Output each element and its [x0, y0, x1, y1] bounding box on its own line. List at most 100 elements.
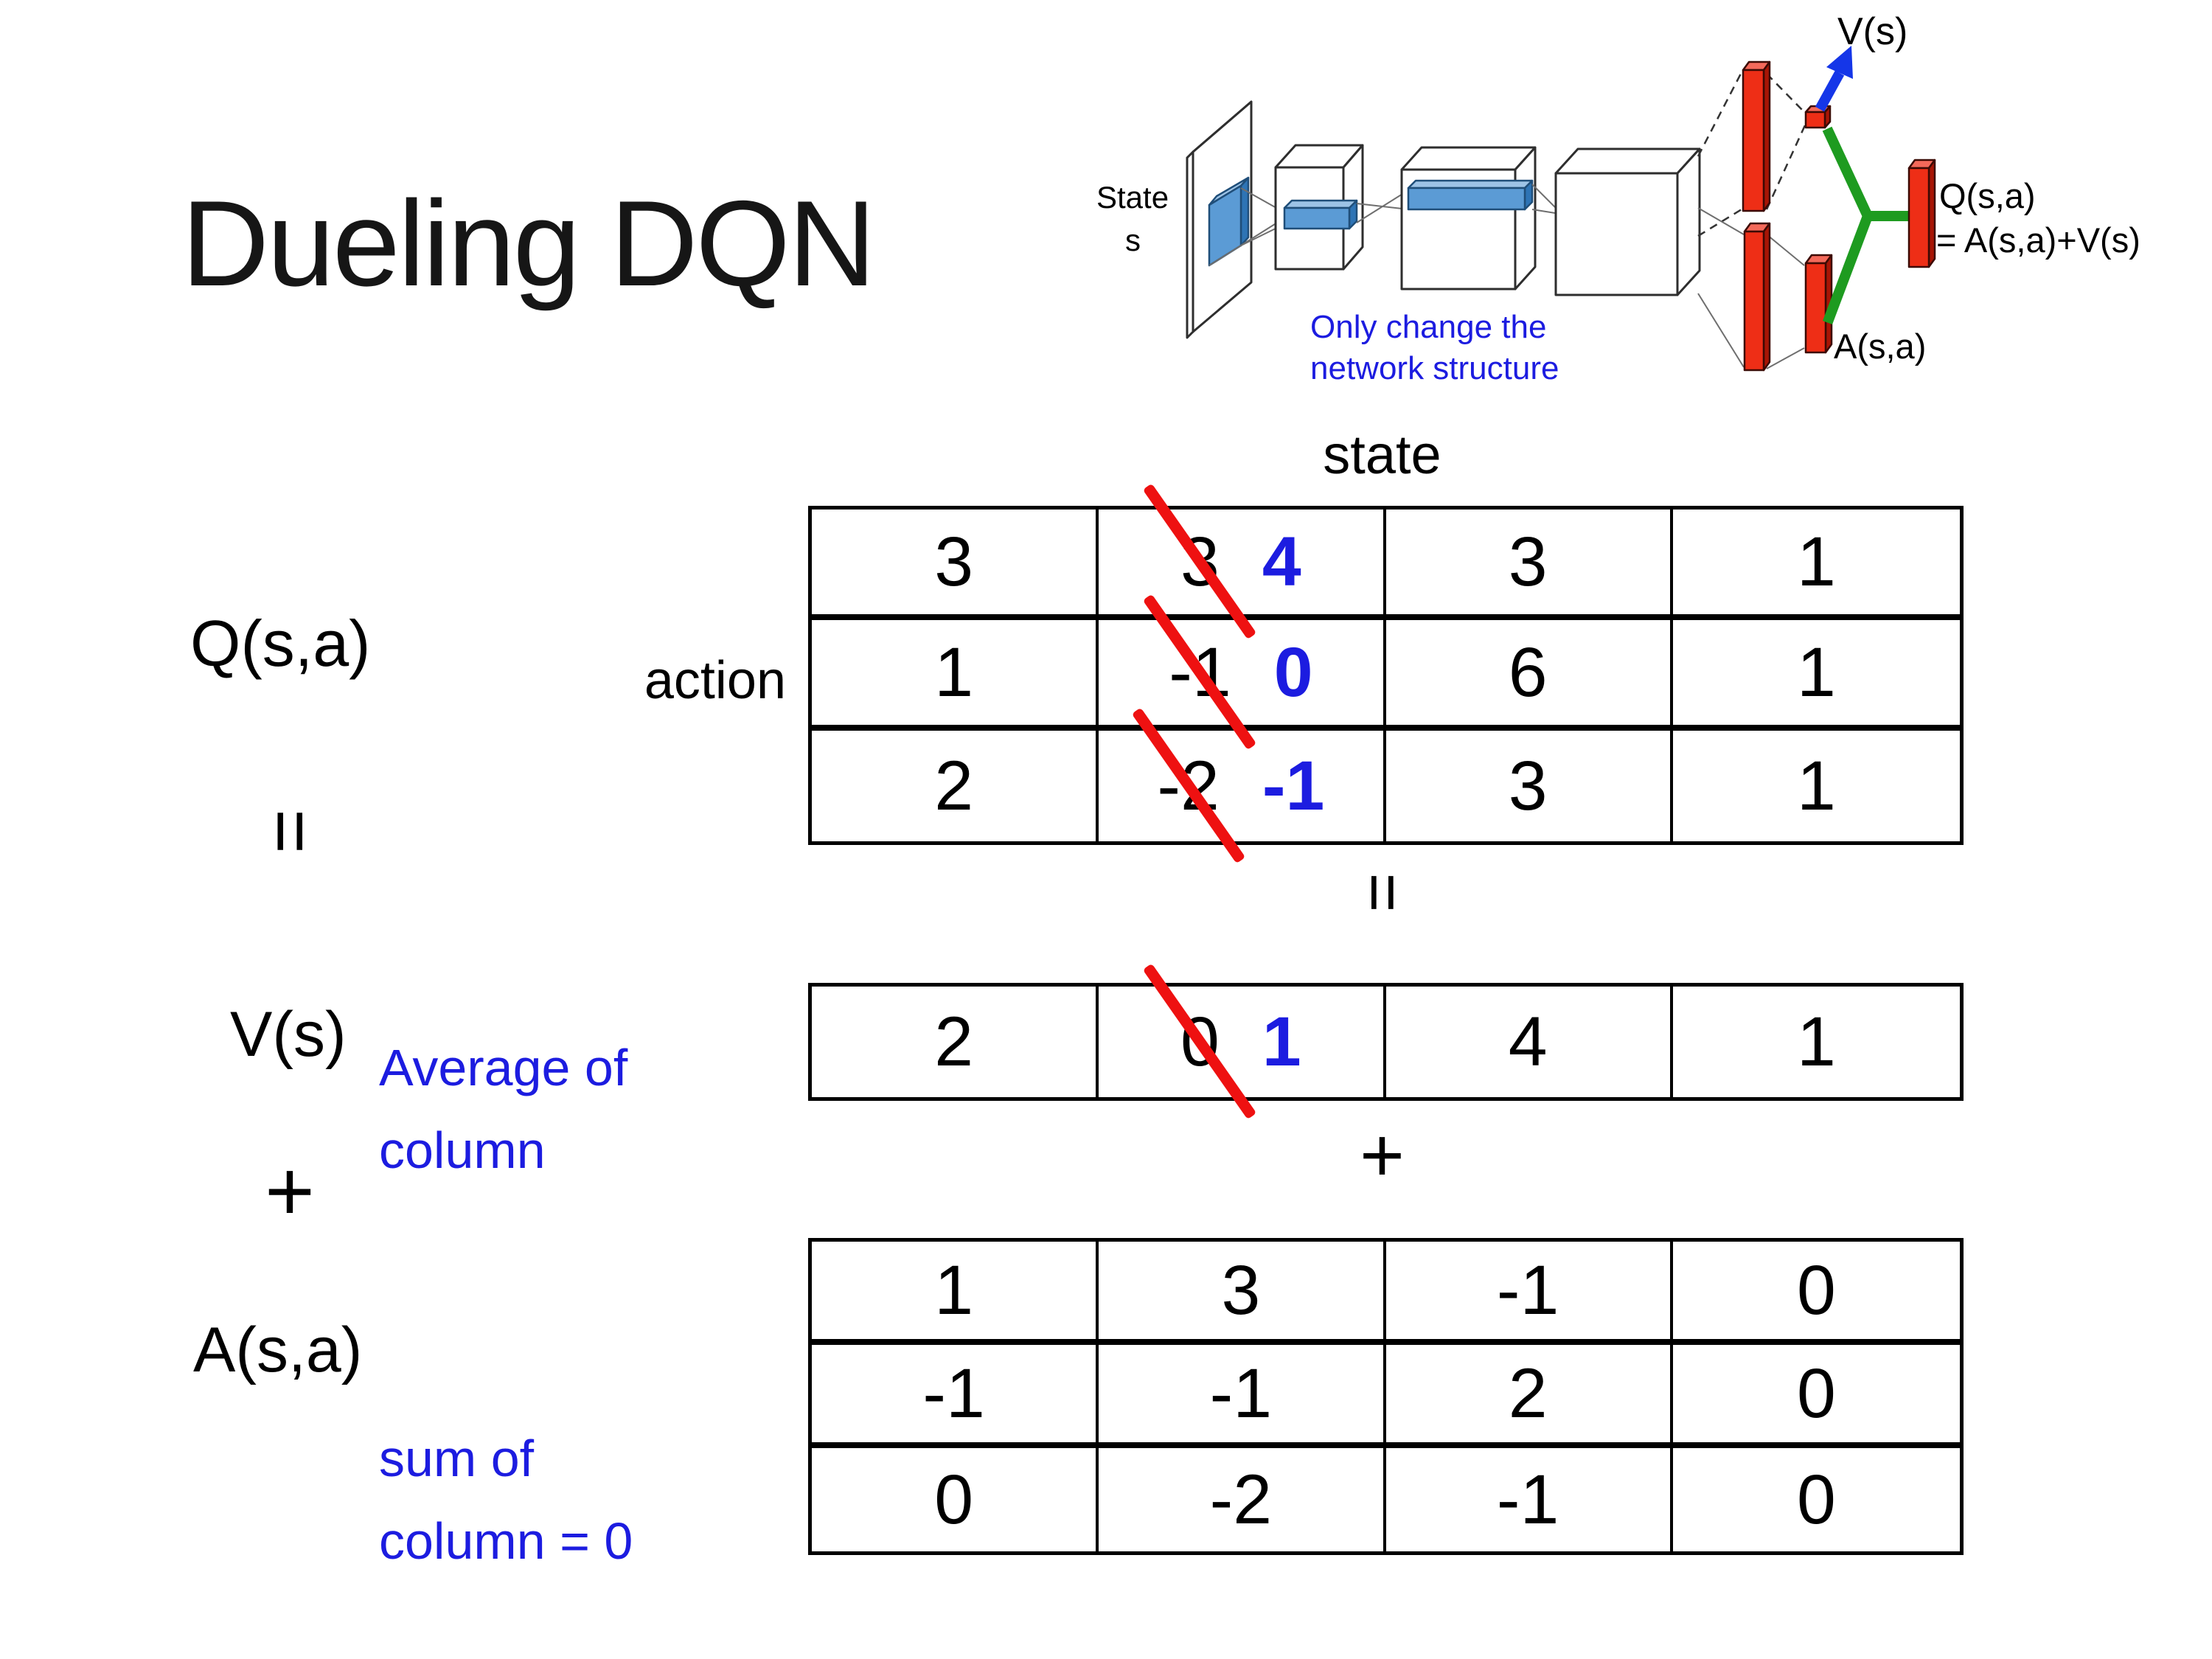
a-matrix-label: A(s,a): [193, 1315, 363, 1385]
feature-map-1: [1283, 199, 1358, 230]
slide-title: Dueling DQN: [181, 175, 876, 311]
value: 0: [934, 1460, 974, 1539]
table-cell: -2: [1099, 1448, 1386, 1551]
plus-sign-middle: +: [1360, 1113, 1405, 1198]
v-scalar-node: [1804, 105, 1832, 129]
value: -1: [1496, 1460, 1559, 1539]
table-cell: 1: [812, 620, 1099, 731]
corrected-value: 1: [1262, 1002, 1301, 1081]
value: 0: [1796, 1251, 1836, 1329]
table-cell: 3: [812, 509, 1099, 620]
fc-bar-advantage-stream: [1743, 222, 1771, 372]
corrected-value: 4: [1262, 522, 1301, 601]
value: 1: [1796, 633, 1836, 712]
value: 0: [1180, 1002, 1220, 1081]
table-cell: -1: [812, 1345, 1099, 1448]
value: 3: [1180, 522, 1220, 601]
table-cell: 2: [812, 987, 1099, 1097]
value: -2: [1157, 746, 1220, 825]
table-cell: -1: [1385, 1242, 1673, 1345]
value: 2: [1508, 1354, 1548, 1433]
old-value: -1: [1143, 594, 1257, 751]
table-cell: 6: [1385, 620, 1673, 731]
value: 1: [934, 633, 974, 712]
table-cell: 3: [1099, 1242, 1386, 1345]
value: 1: [1796, 1002, 1836, 1081]
value: 1: [934, 1251, 974, 1329]
old-value: -2: [1131, 707, 1245, 864]
table-cell: 0: [1672, 1345, 1960, 1448]
feature-map-2: [1407, 179, 1534, 211]
v-row-label: V(s): [230, 999, 347, 1070]
diagram-a-output-label: A(s,a): [1834, 327, 1926, 366]
table-cell: 3: [1386, 731, 1673, 841]
table-cell: 4: [1386, 987, 1673, 1097]
fc-bar-value-stream: [1742, 60, 1771, 212]
value: 3: [1221, 1251, 1261, 1329]
sum-of-column-note: sum of column = 0: [379, 1430, 633, 1570]
conv-box-3: [1554, 147, 1701, 296]
value: 4: [1508, 1002, 1548, 1081]
value: 2: [934, 746, 974, 825]
value: -1: [1209, 1354, 1273, 1433]
value: -2: [1209, 1460, 1273, 1539]
diagram-state-s: s: [1125, 223, 1141, 257]
table-cell: 0: [1672, 1242, 1960, 1345]
value: -1: [1169, 633, 1231, 712]
conv-box-2: [1400, 146, 1537, 291]
value: 3: [1508, 746, 1548, 825]
table-cell: 1: [812, 1242, 1099, 1345]
action-axis-label: action: [644, 651, 786, 710]
diagram-state-label: State: [1096, 180, 1169, 215]
value: 6: [1508, 633, 1548, 712]
old-value: 3: [1143, 483, 1257, 640]
dueling-network-diagram: State s Only change the network structur…: [1096, 10, 2140, 386]
a-values-table: 1 3 -1 0 -1 -1 2 0 0 -2 -1 0: [808, 1238, 1964, 1555]
value: -1: [1496, 1251, 1559, 1329]
table-cell: 0: [812, 1448, 1099, 1551]
diagram-note-line2: network structure: [1310, 350, 1559, 386]
diagram-q-output-label: Q(s,a): [1939, 176, 2036, 215]
value: 3: [934, 522, 974, 601]
table-cell: -2 -1: [1099, 707, 1386, 864]
aggregation-merge-icon: [1822, 126, 1914, 325]
diagram-v-output-label: V(s): [1837, 10, 1907, 53]
table-cell: -1: [1099, 1345, 1386, 1448]
a-output-bar: [1804, 254, 1833, 354]
equals-sign-left: =: [247, 809, 333, 854]
value: 2: [934, 1002, 974, 1081]
q-output-bar: [1907, 159, 1936, 268]
value: 0: [1796, 1460, 1836, 1539]
average-of-column-note: Average of column: [379, 1039, 628, 1179]
diagram-note-line1: Only change the: [1310, 309, 1546, 345]
equals-sign-middle: =: [1344, 872, 1420, 913]
q-matrix-label: Q(s,a): [190, 607, 371, 680]
v-arrow-icon: [1815, 46, 1853, 112]
table-cell: 1: [1672, 620, 1960, 731]
corrected-value: 0: [1273, 633, 1313, 712]
input-patch-icon: [1208, 176, 1250, 267]
diagram-q-formula: = A(s,a)+V(s): [1936, 220, 2140, 260]
table-cell: 1: [1673, 987, 1960, 1097]
value: 1: [1796, 522, 1836, 601]
corrected-value: -1: [1262, 746, 1325, 825]
value: 1: [1796, 746, 1836, 825]
plus-sign-left: +: [265, 1143, 315, 1239]
table-cell: 3: [1385, 509, 1673, 620]
value: 0: [1796, 1354, 1836, 1433]
value: 3: [1508, 522, 1548, 601]
old-value: 0: [1143, 963, 1257, 1120]
table-cell: 1: [1673, 731, 1960, 841]
value: -1: [922, 1354, 985, 1433]
table-cell: -1: [1386, 1448, 1673, 1551]
table-cell: -1 0: [1099, 594, 1386, 751]
table-cell: 0: [1673, 1448, 1960, 1551]
table-cell: 2: [1385, 1345, 1673, 1448]
table-cell: 1: [1672, 509, 1960, 620]
table-cell: 2: [812, 731, 1099, 841]
